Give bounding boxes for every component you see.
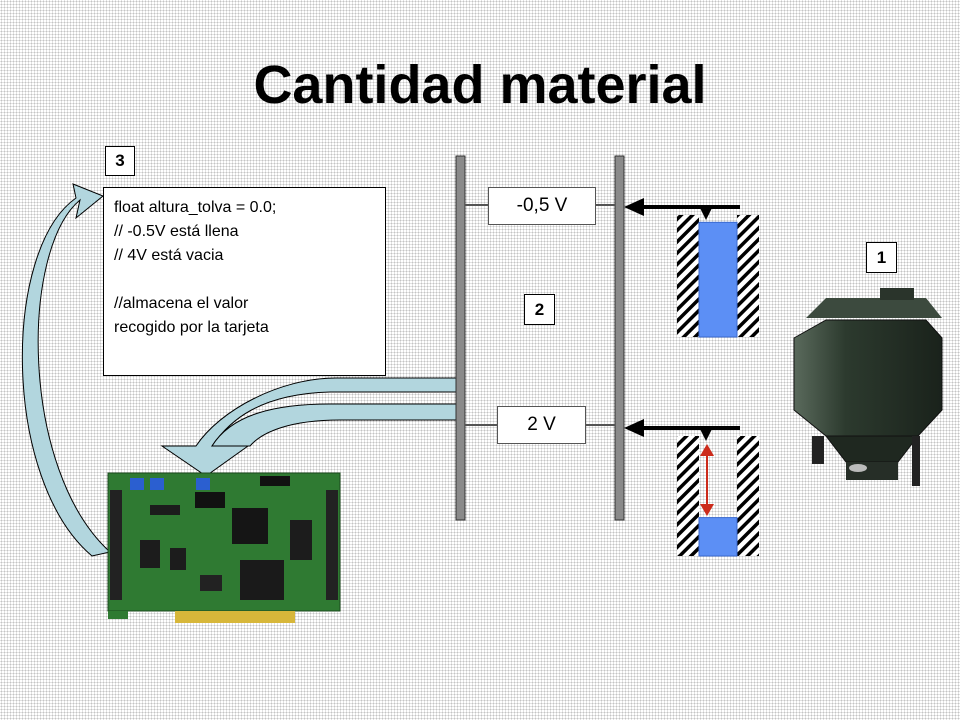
right-bus-bar xyxy=(614,155,625,521)
tank-liquid xyxy=(698,517,738,557)
voltage-full-box: -0,5 V xyxy=(488,187,596,225)
code-box: float altura_tolva = 0.0; // -0.5V está … xyxy=(103,187,386,376)
code-line: // -0.5V está llena xyxy=(114,223,239,240)
code-line: //almacena el valor xyxy=(114,295,249,312)
acquisition-card-image xyxy=(107,472,341,623)
voltage-partial-box: 2 V xyxy=(497,406,586,444)
label-three: 3 xyxy=(105,146,135,176)
code-line: float altura_tolva = 0.0; xyxy=(114,199,277,216)
hopper-image xyxy=(793,288,943,486)
page-title: Cantidad material xyxy=(253,55,707,115)
tank-liquid xyxy=(698,221,738,338)
code-line: recogido por la tarjeta xyxy=(114,319,269,336)
full-sensor-arrow xyxy=(624,198,740,216)
sensor-probe-tip xyxy=(700,429,712,441)
code-line xyxy=(114,268,375,292)
sensor-probe-tip xyxy=(700,208,712,220)
full-tank xyxy=(677,208,759,338)
card-to-code-arrow xyxy=(21,183,112,557)
bar-to-card-arrow xyxy=(160,377,459,477)
label-one: 1 xyxy=(866,242,897,273)
bar-to-card-arrow-body xyxy=(211,403,459,447)
distance-measure-arrow xyxy=(700,444,714,516)
partial-tank xyxy=(677,429,759,557)
left-bus-bar xyxy=(455,155,466,521)
code-line: // 4V está vacia xyxy=(114,247,224,264)
label-two: 2 xyxy=(524,294,555,325)
partial-sensor-arrow xyxy=(624,419,740,437)
